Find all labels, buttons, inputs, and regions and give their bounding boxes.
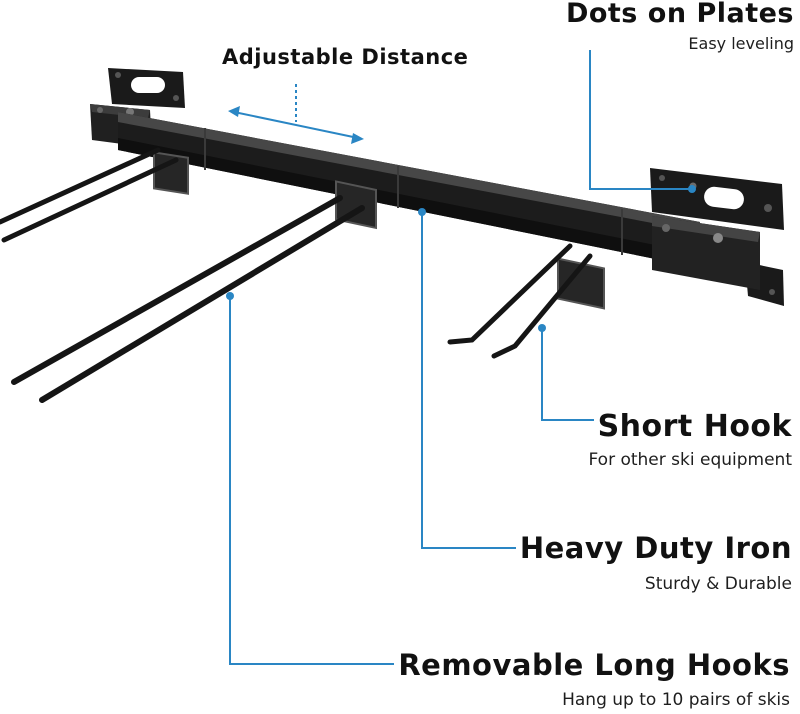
leader-line-long-hooks — [229, 296, 394, 665]
leader-lines — [229, 50, 692, 665]
leader-line-plates — [589, 50, 692, 190]
right-end-bracket — [652, 216, 760, 290]
removable-long-hooks-subtitle: Hang up to 10 pairs of skis — [562, 690, 790, 710]
heavy-duty-iron-title: Heavy Duty Iron — [519, 531, 792, 565]
leader-line-iron — [421, 212, 516, 549]
heavy-duty-iron-subtitle: Sturdy & Durable — [644, 574, 792, 594]
short-hook-subtitle: For other ski equipment — [588, 450, 793, 470]
leader-line-short-hook — [541, 330, 594, 421]
dots-on-plates-subtitle: Easy leveling — [688, 34, 794, 53]
short-hooks — [447, 243, 593, 359]
adjustable-distance-title: Adjustable Distance — [222, 45, 469, 69]
main-rail — [118, 112, 700, 268]
front-long-hooks — [11, 195, 365, 403]
short-hook-title: Short Hook — [597, 409, 792, 444]
adjustable-distance-arrow — [228, 84, 364, 144]
dots-on-plates-title: Dots on Plates — [565, 0, 794, 29]
left-wall-plate — [108, 68, 185, 108]
rear-long-hooks — [0, 147, 179, 243]
removable-long-hooks-title: Removable Long Hooks — [398, 648, 790, 682]
leader-endpoints — [226, 185, 696, 332]
